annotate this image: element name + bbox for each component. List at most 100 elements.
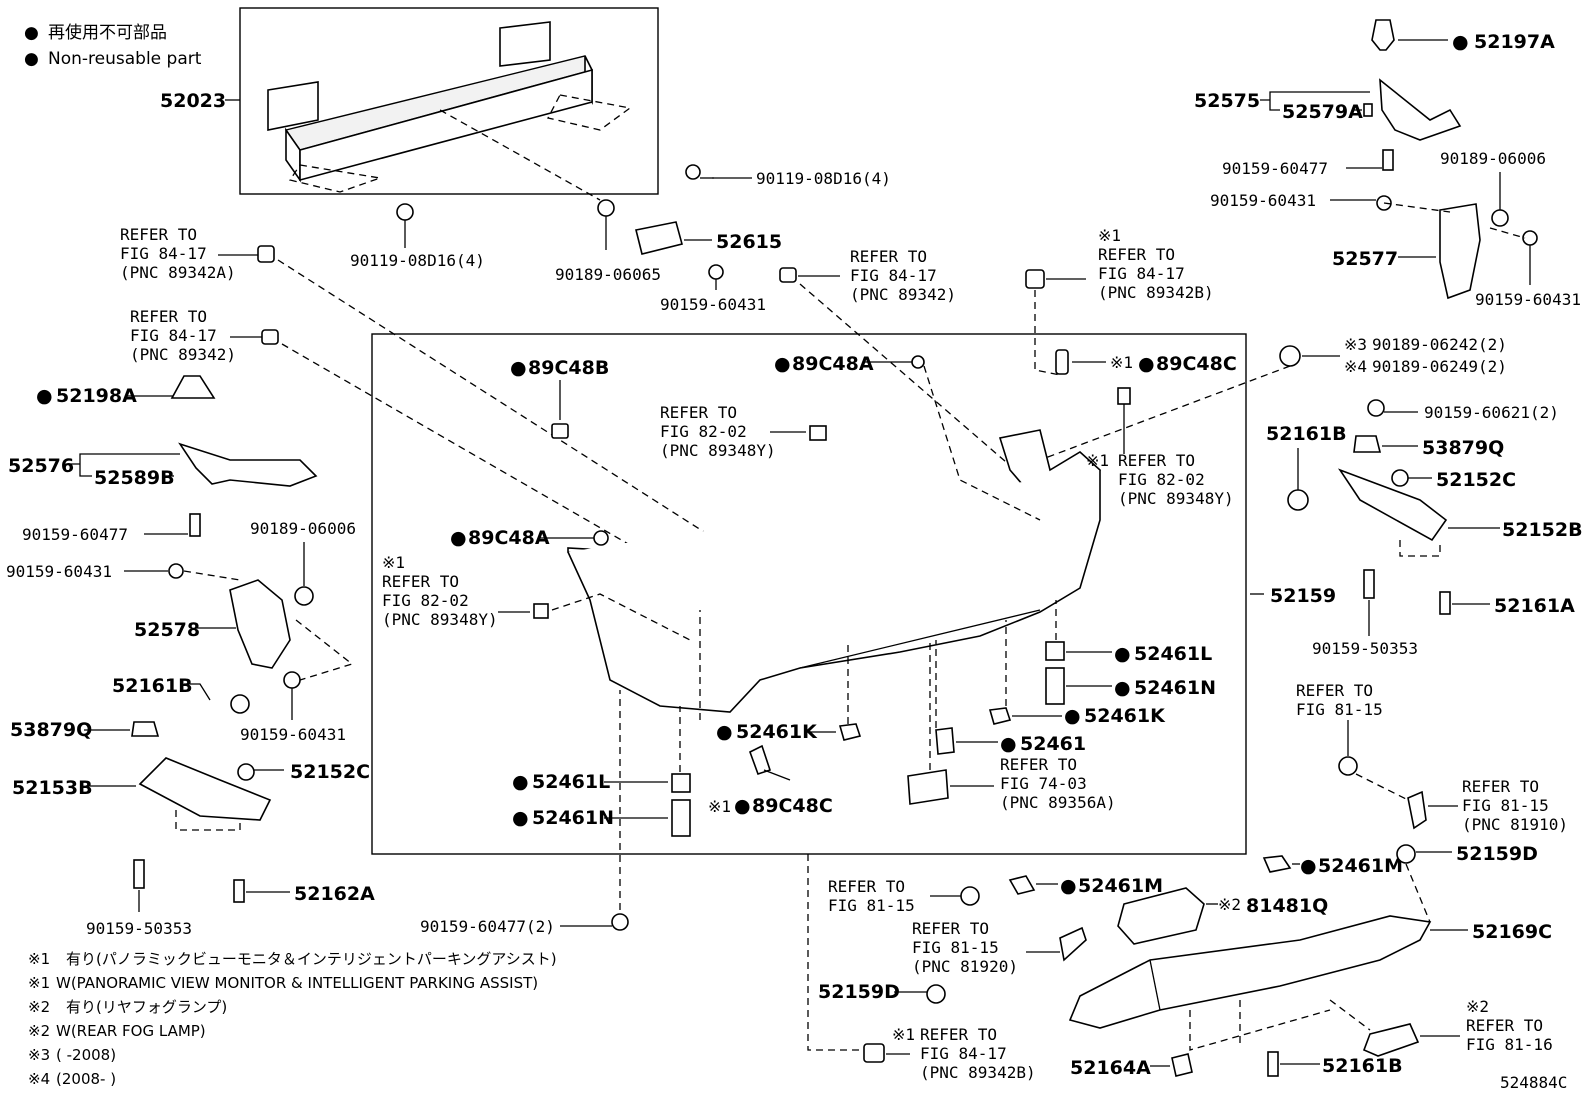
clip-53879Q-right: [1353, 435, 1382, 453]
label-90159-60431-left-2: 90159-60431: [240, 725, 346, 744]
label-52152B: 52152B: [1502, 519, 1583, 541]
refer-c-title: REFER TO: [850, 247, 927, 266]
lamp-81-16: [1362, 1023, 1420, 1057]
footnote-4-mark: ※4: [28, 1070, 50, 1088]
footnotes: ※1 有り(パノラミックビューモニタ＆インテリジェントパーキングアシスト) ※1…: [28, 950, 557, 1088]
bolt-90159-60431-far-right: [1522, 230, 1538, 246]
label-52461K-right-mark: ●: [1064, 705, 1081, 727]
label-52576: 52576: [8, 455, 74, 477]
dash-refer-i: [1355, 773, 1409, 801]
clip-52198A: [170, 375, 216, 399]
label-52461L-left: 52461L: [532, 771, 610, 793]
sensor-89342-center: [779, 267, 797, 283]
refer-j-pnc: (PNC 81910): [1462, 815, 1568, 834]
dash-52577: [1383, 202, 1526, 239]
lamp-81481Q: [1117, 887, 1205, 945]
label-89C48C-top-bullet: ●: [1138, 353, 1155, 375]
refer-d-fig: FIG 84-17: [1098, 264, 1185, 283]
legend-bullet-1: ●: [24, 23, 39, 43]
refer-i-title: REFER TO: [1296, 681, 1373, 700]
bolt-90159-50353-left: [133, 859, 145, 889]
label-89C48C-top: 89C48C: [1156, 353, 1237, 375]
bolt-90159-60431-left: [168, 563, 184, 579]
legend-line-jp: 再使用不可部品: [48, 22, 167, 43]
holder-89C48C-bottom: [749, 744, 772, 776]
footnote-2-en-mark: ※2: [28, 1022, 50, 1040]
refer-f-mark: ※1: [1086, 451, 1109, 470]
refer-d-pnc: (PNC 89342B): [1098, 283, 1214, 302]
label-89C48B: 89C48B: [528, 357, 609, 379]
footnote-2-jp: 有り(リヤフォグランプ): [66, 998, 227, 1016]
pad-52461K-left: [838, 723, 862, 741]
label-90189-06006-right: 90189-06006: [1440, 149, 1546, 168]
label-52198A: 52198A: [56, 385, 137, 407]
dash-52461-left: [679, 610, 701, 772]
bolt-90159-60621: [1367, 399, 1385, 417]
label-52461M-right-mark: ●: [1300, 855, 1317, 877]
lead-52161B-left: [184, 683, 211, 701]
label-52159D-left: 52159D: [818, 981, 900, 1003]
label-52461M-right: 52461M: [1318, 855, 1403, 877]
clip-52162A: [233, 879, 245, 903]
label-52461M-left: 52461M: [1078, 875, 1163, 897]
label-52169C: 52169C: [1472, 921, 1552, 943]
label-52461N-left: 52461N: [532, 807, 614, 829]
clip-52161B-right: [1287, 489, 1309, 511]
label-90159-60477-left: 90159-60477: [22, 525, 128, 544]
clip-89C48B: [551, 423, 569, 439]
label-90159-60477-bottom: 90159-60477(2): [420, 917, 555, 936]
label-90159-60477-right: 90159-60477: [1222, 159, 1328, 178]
label-52161A: 52161A: [1494, 595, 1575, 617]
reflector-81920: [1059, 926, 1087, 962]
label-52161B-bottom: 52161B: [1322, 1055, 1403, 1077]
refer-c-fig: FIG 84-17: [850, 266, 937, 285]
label-52159D-right: 52159D: [1456, 843, 1538, 865]
label-52577: 52577: [1332, 248, 1398, 270]
footnote-3: ( -2008): [56, 1046, 116, 1064]
refer-k-fig: FIG 81-15: [828, 896, 915, 915]
label-90189-06242: 90189-06242(2): [1372, 335, 1507, 354]
clip-52164A: [1171, 1053, 1193, 1077]
refer-b-title: REFER TO: [130, 307, 207, 326]
label-89C48A-left-mark: ●: [450, 527, 467, 549]
legend-line-en: Non-reusable part: [48, 49, 202, 69]
dash-lower-connector: [807, 854, 860, 1051]
label-90119-right: 90119-08D16(4): [756, 169, 891, 188]
bolt-90159-60431-left-2: [283, 671, 301, 689]
pad-52461M: [1262, 855, 1292, 873]
label-52461-mark: ●: [1000, 733, 1017, 755]
legend: ● 再使用不可部品 ● Non-reusable part: [24, 22, 202, 69]
clip-52161B-left: [230, 694, 250, 714]
label-81481Q: 81481Q: [1246, 895, 1328, 917]
label-53879Q-left: 53879Q: [10, 719, 92, 741]
label-52579A: 52579A: [1282, 101, 1363, 123]
sensor-89342B-bottom: [863, 1043, 885, 1063]
refer-n-mark: ※2: [1466, 997, 1489, 1016]
label-90189-06249: 90189-06249(2): [1372, 357, 1507, 376]
refer-f-pnc: (PNC 89348Y): [1118, 489, 1234, 508]
refer-j-title: REFER TO: [1462, 777, 1539, 796]
bracket-52576: [178, 442, 318, 487]
refer-g-title: REFER TO: [382, 572, 459, 591]
dash-52152B: [1399, 540, 1441, 557]
label-90159-60431-far-right: 90159-60431: [1475, 290, 1581, 309]
footnote-1-jp: 有り(パノラミックビューモニタ＆インテリジェントパーキングアシスト): [66, 950, 557, 968]
refer-g-mark: ※1: [382, 553, 405, 572]
dash-89348Y-left: [551, 593, 691, 641]
refer-m-pnc: (PNC 89342B): [920, 1063, 1036, 1082]
refer-f-title: REFER TO: [1118, 451, 1195, 470]
label-52575: 52575: [1194, 90, 1260, 112]
bracket-52577: [1439, 203, 1481, 300]
grommet-52159D-left: [926, 984, 946, 1004]
pad-52461L-left: [671, 773, 691, 793]
bolt-90159-60431-center: [708, 264, 724, 280]
label-89C48A-top-mark: ●: [774, 353, 791, 375]
label-52461L-left-mark: ●: [512, 771, 529, 793]
label-52161B-left: 52161B: [112, 675, 193, 697]
bracket-89348Y-right: [1117, 387, 1131, 405]
refer-a-title: REFER TO: [120, 225, 197, 244]
bracket-52578: [229, 579, 291, 669]
bolt-81-15-right: [1338, 756, 1358, 776]
refer-a-fig: FIG 84-17: [120, 244, 207, 263]
